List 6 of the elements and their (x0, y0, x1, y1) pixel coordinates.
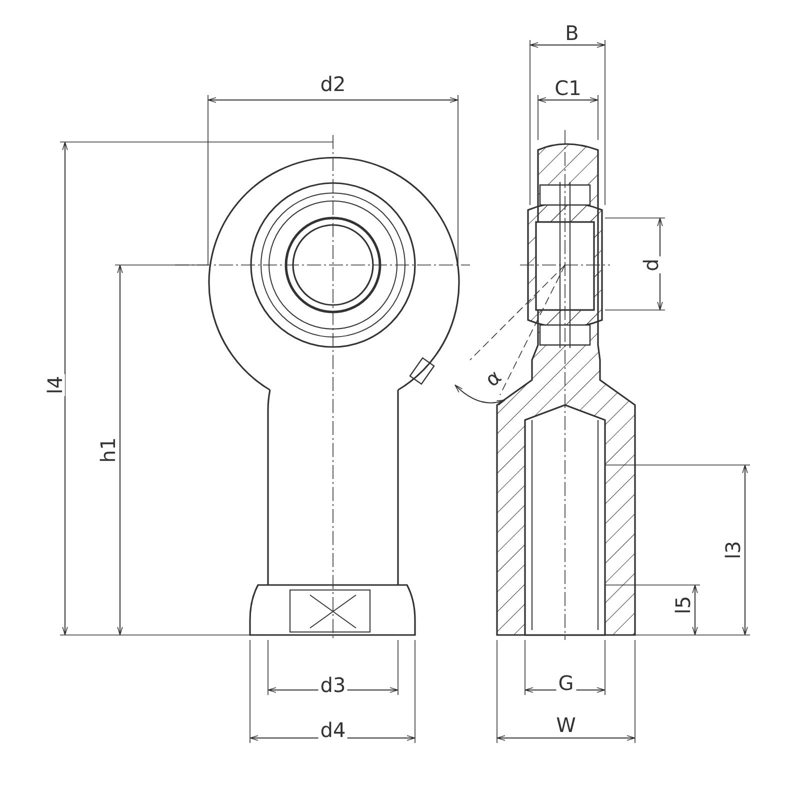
dimension-label: d (641, 256, 661, 274)
dimension-label: W (554, 715, 578, 735)
dimension-label: d3 (318, 675, 348, 695)
dimension-label: d4 (318, 720, 348, 740)
dimension-label: G (556, 673, 576, 693)
dimension-label: l4 (45, 374, 65, 396)
